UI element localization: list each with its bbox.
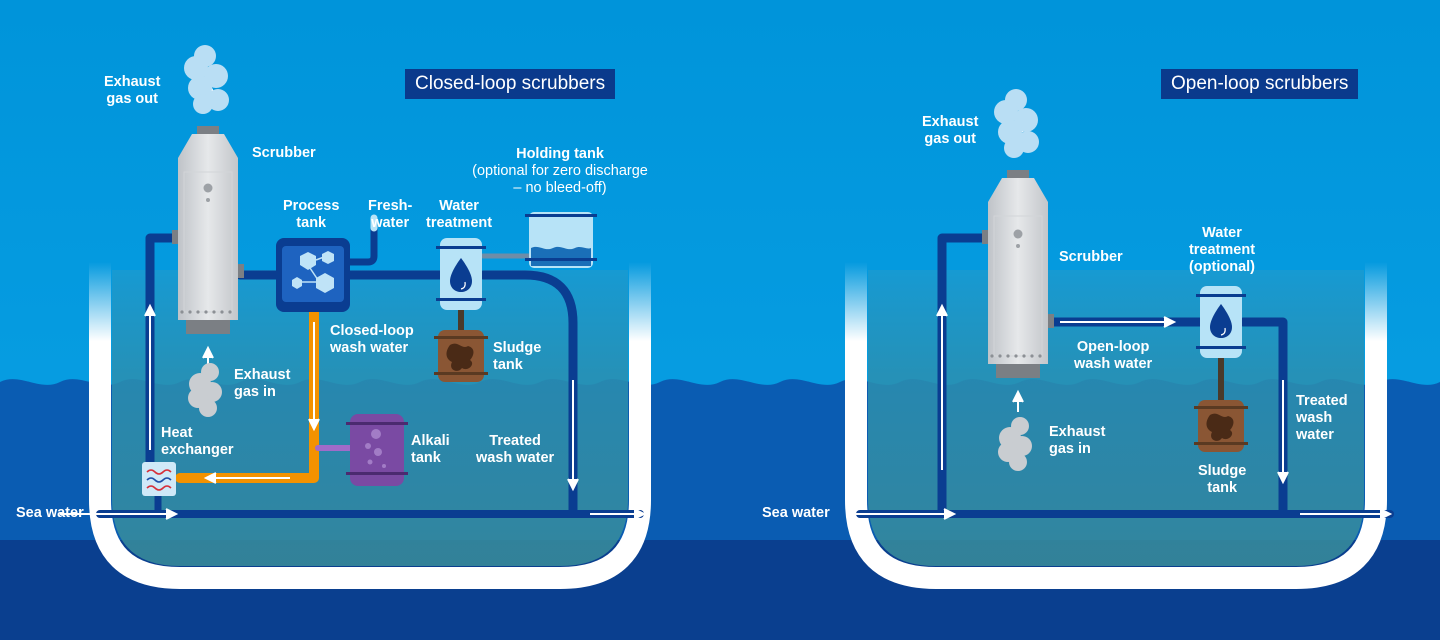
scrubber-top-cap xyxy=(197,126,219,134)
smoke-icon xyxy=(994,89,1039,158)
water-treatment-icon xyxy=(1196,286,1246,358)
scrubber-top-cap xyxy=(1007,170,1029,178)
closed-scrubber-label: Scrubber xyxy=(252,145,316,161)
exhaust-in-smoke-icon xyxy=(998,417,1032,471)
holding-tank-label: Holding tank (optional for zero discharg… xyxy=(472,146,648,196)
scrubber-tower-icon xyxy=(982,178,1054,378)
open-scrubber-label: Scrubber xyxy=(1059,249,1123,265)
sludge-icon xyxy=(1194,400,1248,452)
wave-coil-icon xyxy=(146,469,172,491)
scrubber-tower-icon xyxy=(172,134,244,334)
sludge-icon xyxy=(434,330,488,382)
open-treated-wash-water-label: Treated wash water xyxy=(1296,393,1348,443)
molecule-icon xyxy=(292,251,334,293)
open-loop-flow-arrows xyxy=(850,119,1393,520)
water-drop-icon xyxy=(450,258,472,292)
smoke-icon xyxy=(184,45,229,114)
heat-exchanger-icon xyxy=(142,462,176,496)
open-sea-water-label: Sea water xyxy=(762,505,830,521)
open-water-treatment-label: Water treatment (optional) xyxy=(1188,225,1256,275)
bubbles-icon xyxy=(365,429,386,468)
fresh-water-label: Fresh-water xyxy=(368,198,413,231)
process-tank-icon xyxy=(276,238,350,312)
holding-tank-icon xyxy=(525,212,597,268)
water-drop-icon xyxy=(1210,304,1232,338)
alkali-tank-icon xyxy=(346,414,408,486)
exhaust-in-smoke-icon xyxy=(188,363,222,417)
water-treatment-icon xyxy=(436,238,486,310)
closed-sea-water-label: Sea water xyxy=(16,505,84,521)
open-loop-title: Open-loop scrubbers xyxy=(1161,69,1359,99)
closed-loop-title: Closed-loop scrubbers xyxy=(405,69,616,99)
